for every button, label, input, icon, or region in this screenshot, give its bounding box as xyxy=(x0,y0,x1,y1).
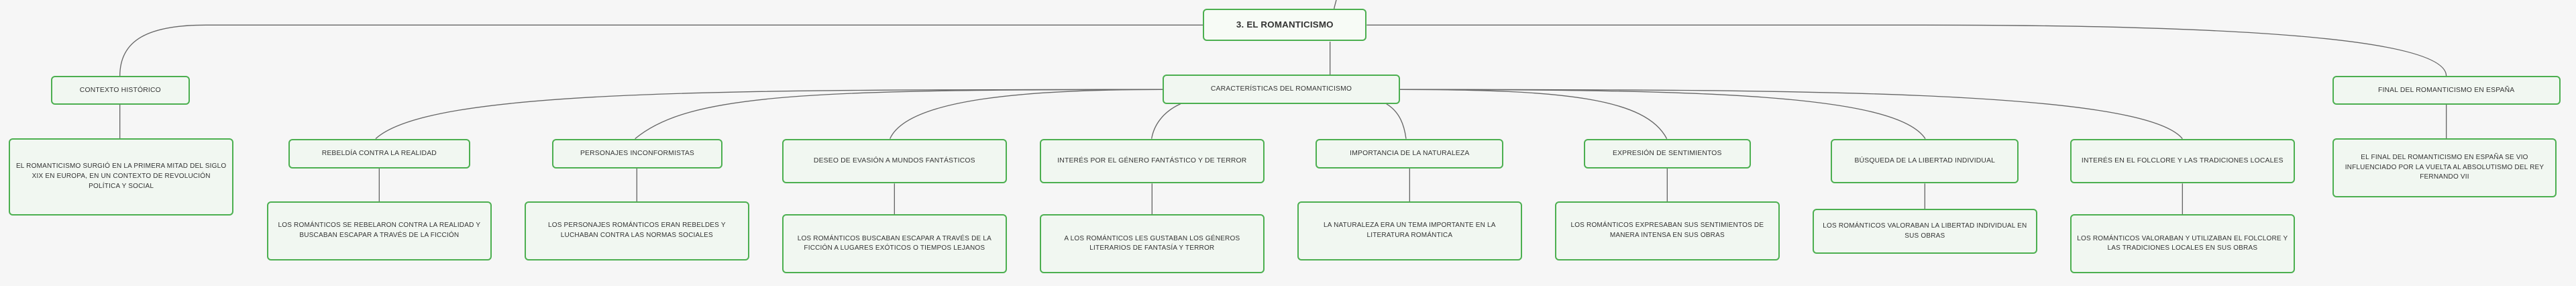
sentimientos-text: LOS ROMÁNTICOS EXPRESABAN SUS SENTIMIENT… xyxy=(1555,201,1780,260)
fantastico-node[interactable]: INTERÉS POR EL GÉNERO FANTÁSTICO Y DE TE… xyxy=(1040,138,1265,184)
libertad-text: LOS ROMÁNTICOS VALORABAN LA LIBERTAD IND… xyxy=(1813,209,2037,254)
evasion-text: LOS ROMÁNTICOS BUSCABAN ESCAPAR A TRAVÉS… xyxy=(782,214,1007,274)
edge-car-1 xyxy=(375,89,1163,140)
personajes-text: LOS PERSONAJES ROMÁNTICOS ERAN REBELDES … xyxy=(525,201,749,260)
naturaleza-node[interactable]: IMPORTANCIA DE LA NATURALEZA xyxy=(1316,138,1504,169)
edge-parent-root xyxy=(1334,0,1337,9)
caracteristicas-node[interactable]: CARACTERÍSTICAS DEL ROMANTICISMO xyxy=(1163,75,1400,105)
rebeldia-text: LOS ROMÁNTICOS SE REBELARON CONTRA LA RE… xyxy=(267,201,492,260)
libertad-node[interactable]: BÚSQUEDA DE LA LIBERTAD INDIVIDUAL xyxy=(1831,138,2019,184)
folclore-node[interactable]: INTERÉS EN EL FOLCLORE Y LAS TRADICIONES… xyxy=(2070,138,2295,184)
edge-root-final xyxy=(1366,24,2447,77)
edge-car-4 xyxy=(1151,103,1181,139)
sentimientos-node[interactable]: EXPRESIÓN DE SENTIMIENTOS xyxy=(1583,138,1751,169)
contexto-historico-node[interactable]: CONTEXTO HISTÓRICO xyxy=(51,76,190,105)
edge-car-2 xyxy=(635,89,1163,140)
personajes-node[interactable]: PERSONAJES INCONFORMISTAS xyxy=(552,138,722,169)
rebeldia-node[interactable]: REBELDÍA CONTRA LA REALIDAD xyxy=(288,138,470,169)
edge-car-6 xyxy=(1399,89,1668,139)
evasion-node[interactable]: DESEO DE EVASIÓN A MUNDOS FANTÁSTICOS xyxy=(782,138,1007,184)
final-romanticismo-text: EL FINAL DEL ROMANTICISMO EN ESPAÑA SE V… xyxy=(2332,138,2557,197)
edge-car-8 xyxy=(1399,89,2183,140)
edge-car-3 xyxy=(890,89,1163,139)
naturaleza-text: LA NATURALEZA ERA UN TEMA IMPORTANTE EN … xyxy=(1297,201,1522,260)
edge-root-contexto xyxy=(119,24,1203,77)
fantastico-text: A LOS ROMÁNTICOS LES GUSTABAN LOS GÉNERO… xyxy=(1040,214,1265,274)
folclore-text: LOS ROMÁNTICOS VALORABAN Y UTILIZABAN EL… xyxy=(2070,214,2295,274)
root-node[interactable]: 3. EL ROMANTICISMO xyxy=(1203,9,1367,42)
edge-car-5 xyxy=(1386,103,1407,139)
contexto-historico-text: EL ROMANTICISMO SURGIÓ EN LA PRIMERA MIT… xyxy=(9,138,233,216)
final-romanticismo-node[interactable]: FINAL DEL ROMANTICISMO EN ESPAÑA xyxy=(2332,76,2561,105)
